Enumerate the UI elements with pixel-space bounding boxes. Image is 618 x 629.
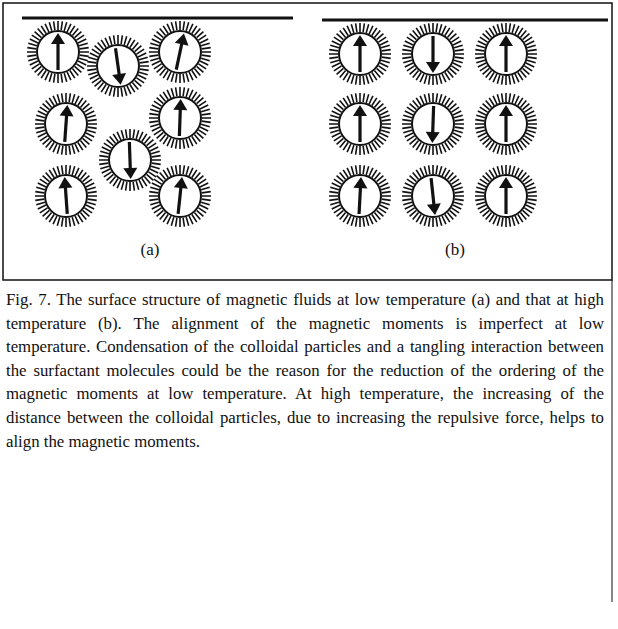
colloidal-particle [27, 21, 89, 83]
particle-group [27, 21, 537, 227]
magnetic-moment-arrow [122, 142, 137, 179]
particle-core [159, 175, 201, 217]
figure-frame [3, 3, 612, 280]
particle-core [485, 175, 527, 217]
particle-core [485, 33, 527, 75]
colloidal-particle [149, 21, 211, 83]
surfactant-layer [402, 165, 464, 227]
colloidal-particle [99, 129, 161, 191]
surfactant-layer [475, 23, 537, 85]
particle-core [412, 33, 454, 75]
colloidal-particle [149, 165, 211, 227]
magnetic-moment-arrow [353, 105, 367, 142]
surfactant-layer [329, 165, 391, 227]
surfactant-layer [35, 165, 97, 227]
fluid-surface [22, 17, 293, 20]
magnetic-moment-arrow [353, 35, 367, 72]
surfactant-layer [99, 129, 161, 191]
colloidal-particle [87, 35, 149, 97]
magnetic-moment-arrow [169, 32, 190, 71]
particle-core [45, 175, 87, 217]
magnetic-moment-arrow [352, 177, 368, 215]
colloidal-particle [402, 93, 464, 155]
surfactant-layer [149, 165, 211, 227]
colloidal-particle [402, 23, 464, 85]
particle-core [412, 175, 454, 217]
colloidal-particle [149, 87, 211, 149]
panel-label: (a) [141, 240, 160, 260]
colloidal-particle [329, 93, 391, 155]
surfactant-layer [87, 35, 149, 97]
colloidal-particle [35, 165, 97, 227]
colloidal-particle [475, 165, 537, 227]
magnetic-moment-arrow [172, 99, 187, 136]
particle-core [339, 33, 381, 75]
particle-core [159, 97, 201, 139]
surfactant-layer [402, 23, 464, 85]
magnetic-moment-arrow [499, 35, 513, 72]
figure-caption: Fig. 7. The surface structure of magneti… [6, 288, 604, 453]
particle-core [485, 103, 527, 145]
particle-core [109, 139, 151, 181]
particle-core [339, 175, 381, 217]
particle-core [339, 103, 381, 145]
column-rule [612, 280, 613, 602]
surfactant-layer [475, 165, 537, 227]
magnetic-moment-arrow [426, 36, 440, 73]
fluid-surface [322, 19, 608, 22]
surfactant-layer [35, 93, 97, 155]
surfactant-layer [402, 93, 464, 155]
particle-core [37, 31, 79, 73]
colloidal-particle [402, 165, 464, 227]
surfactant-layer [329, 93, 391, 155]
panel-label: (b) [445, 240, 465, 260]
particle-core [45, 103, 87, 145]
colloidal-particle [475, 93, 537, 155]
magnetic-moment-arrow [425, 106, 440, 143]
colloidal-particle [329, 23, 391, 85]
surfactant-layer [149, 21, 211, 83]
surfactant-layer [149, 87, 211, 149]
magnetic-moment-arrow [109, 47, 128, 86]
magnetic-moment-arrow [58, 177, 75, 215]
magnetic-moment-arrow [58, 105, 75, 143]
magnetic-moment-arrow [171, 176, 189, 214]
magnetic-moment-arrow [51, 33, 65, 70]
particle-core [159, 31, 201, 73]
surfactant-layer [329, 23, 391, 85]
magnetic-moment-arrow [499, 177, 513, 214]
magnetic-moment-arrow [424, 177, 442, 215]
colloidal-particle [329, 165, 391, 227]
magnetic-moment-arrow [499, 105, 513, 142]
particle-core [412, 103, 454, 145]
colloidal-particle [475, 23, 537, 85]
particle-core [97, 45, 139, 87]
surfactant-layer [27, 21, 89, 83]
colloidal-particle [35, 93, 97, 155]
surfactant-layer [475, 93, 537, 155]
